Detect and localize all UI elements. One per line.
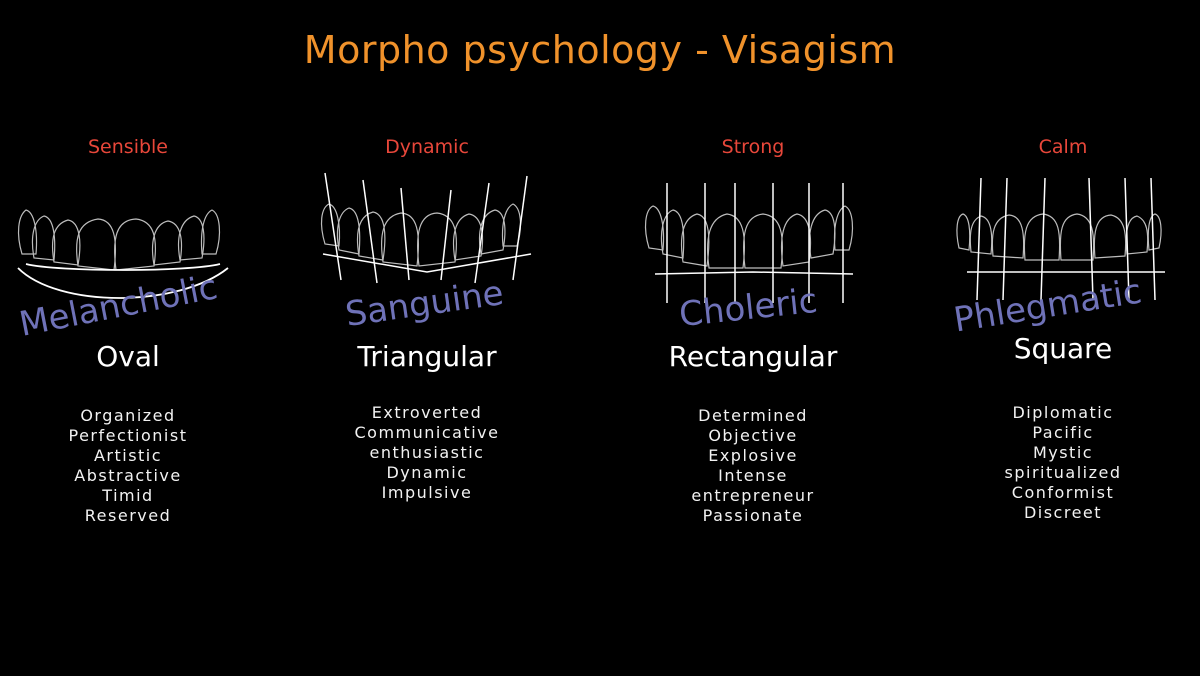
adjective-item: Passionate xyxy=(702,506,804,525)
adjective-item: Discreet xyxy=(1023,503,1103,522)
square-smile-diagram xyxy=(956,177,1165,301)
trait-label: Sensible xyxy=(88,136,168,158)
adjective-item: Impulsive xyxy=(381,483,473,502)
adjective-item: Timid xyxy=(102,486,154,505)
adjective-item: Intense xyxy=(718,466,788,485)
adjective-list: Diplomatic Pacific Mystic spiritualized … xyxy=(913,403,1200,523)
trait-label: Strong xyxy=(721,136,785,158)
adjective-item: Dynamic xyxy=(386,463,468,482)
adjective-item: enthusiastic xyxy=(369,443,485,462)
adjective-item: Communicative xyxy=(354,423,500,442)
face-shape-label: Triangular xyxy=(357,340,497,373)
rectangular-smile-diagram xyxy=(644,183,854,303)
column-rectangular: Strong Choleric Rectangular Determined O… xyxy=(603,0,903,676)
adjective-item: Reserved xyxy=(84,506,172,525)
adjective-item: Mystic xyxy=(1032,443,1094,462)
adjective-list: Organized Perfectionist Artistic Abstrac… xyxy=(0,406,278,526)
adjective-item: Extroverted xyxy=(371,403,483,422)
adjective-item: Artistic xyxy=(93,446,163,465)
adjective-item: Conformist xyxy=(1011,483,1115,502)
adjective-item: Perfectionist xyxy=(68,426,188,445)
face-shape-label: Oval xyxy=(96,340,160,373)
adjective-item: Abstractive xyxy=(74,466,182,485)
adjective-item: Explosive xyxy=(708,446,798,465)
column-triangular: Dynamic Sanguine Triangular Extroverted … xyxy=(277,0,577,676)
adjective-item: Pacific xyxy=(1032,423,1094,442)
adjective-list: Extroverted Communicative enthusiastic D… xyxy=(277,403,577,503)
adjective-item: entrepreneur xyxy=(691,486,815,505)
trait-label: Dynamic xyxy=(385,136,469,158)
page-title: Morpho psychology - Visagism xyxy=(303,28,897,72)
face-shape-label: Rectangular xyxy=(668,340,838,373)
adjective-item: Diplomatic xyxy=(1012,403,1114,422)
adjective-item: spiritualized xyxy=(1004,463,1122,482)
adjective-list: Determined Objective Explosive Intense e… xyxy=(603,406,903,526)
face-shape-label: Square xyxy=(1013,332,1113,365)
column-oval: Sensible Melancholic Oval Organized Perf… xyxy=(0,0,278,676)
adjective-item: Objective xyxy=(708,426,798,445)
trait-label: Calm xyxy=(1038,136,1088,158)
adjective-item: Determined xyxy=(698,406,808,425)
column-square: Calm Phlegmatic Square Diplomatic Pacifi… xyxy=(913,0,1200,676)
oval-smile-diagram xyxy=(17,209,229,299)
triangular-smile-diagram xyxy=(320,172,532,284)
adjective-item: Organized xyxy=(80,406,176,425)
